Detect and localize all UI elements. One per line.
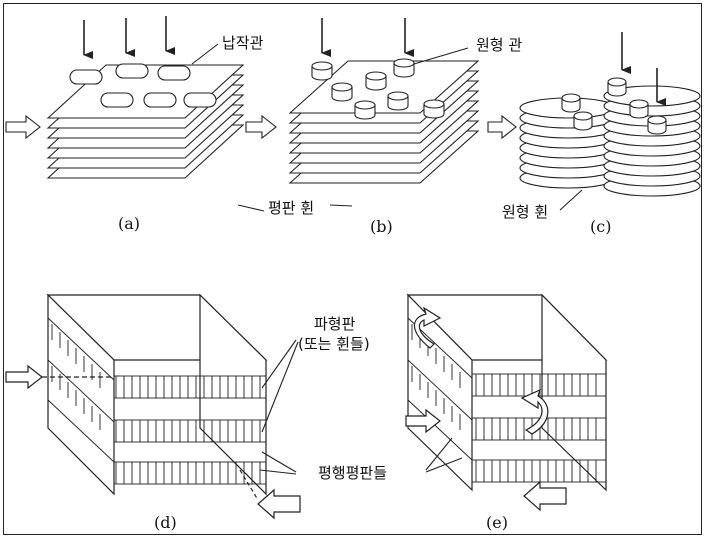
label-lead-tube: 납작관: [222, 34, 264, 52]
right-face-e: [541, 293, 607, 492]
caption-b: (b): [370, 217, 393, 236]
panel-e-plate-fin-cross-flow: [405, 293, 608, 512]
label-corrugated-plate: 파형판: [314, 315, 356, 333]
bottom-arrow-e: [523, 480, 567, 512]
caption-d: (d): [154, 513, 177, 532]
panel-c-round-tube-round-fin: [519, 32, 701, 211]
side-arrow-left-a: [5, 114, 41, 140]
panel-b-round-tube-flat-fin: [288, 18, 517, 207]
label-round-tube: 원형 관: [476, 36, 523, 54]
caption-c: (c): [590, 217, 612, 236]
right-face-d: [199, 293, 267, 496]
bottom-arrow-d: [257, 488, 301, 520]
round-tubes-b: [311, 58, 445, 120]
curved-arrow-top-e: [413, 306, 442, 349]
front-face-e: [407, 293, 473, 492]
panel-d-plate-fin: [5, 293, 301, 520]
label-round-fin: 원형 휜: [502, 203, 549, 221]
flat-tubes-a: [69, 63, 217, 108]
caption-e: (e): [486, 513, 508, 532]
side-arrow-right-b: [487, 114, 517, 140]
flow-arrow-left-e: [405, 408, 441, 434]
corrugated-layers-d: [47, 317, 267, 485]
front-face-d: [47, 293, 115, 496]
label-corrugated-plate-alt: (또는 휜들): [298, 335, 370, 353]
side-arrow-left-d: [5, 364, 43, 390]
flow-arrows-a: [83, 16, 175, 59]
flow-arrows-c: [621, 32, 666, 106]
corrugated-layers-e: [407, 317, 607, 483]
panel-a-flat-tube-flat-fin: [5, 16, 277, 212]
label-flat-fin: 평판 휜: [268, 199, 315, 217]
caption-a: (a): [118, 214, 141, 233]
leader-lines-lower: [259, 339, 463, 475]
label-parallel-plates: 평행평판들: [318, 464, 388, 482]
round-tubes-c: [561, 77, 667, 135]
round-fin-stack-right-c: [603, 85, 701, 197]
side-arrow-right-a: [245, 114, 277, 140]
flow-arrows-b: [321, 18, 414, 57]
curved-arrow-mid-e: [520, 388, 549, 435]
